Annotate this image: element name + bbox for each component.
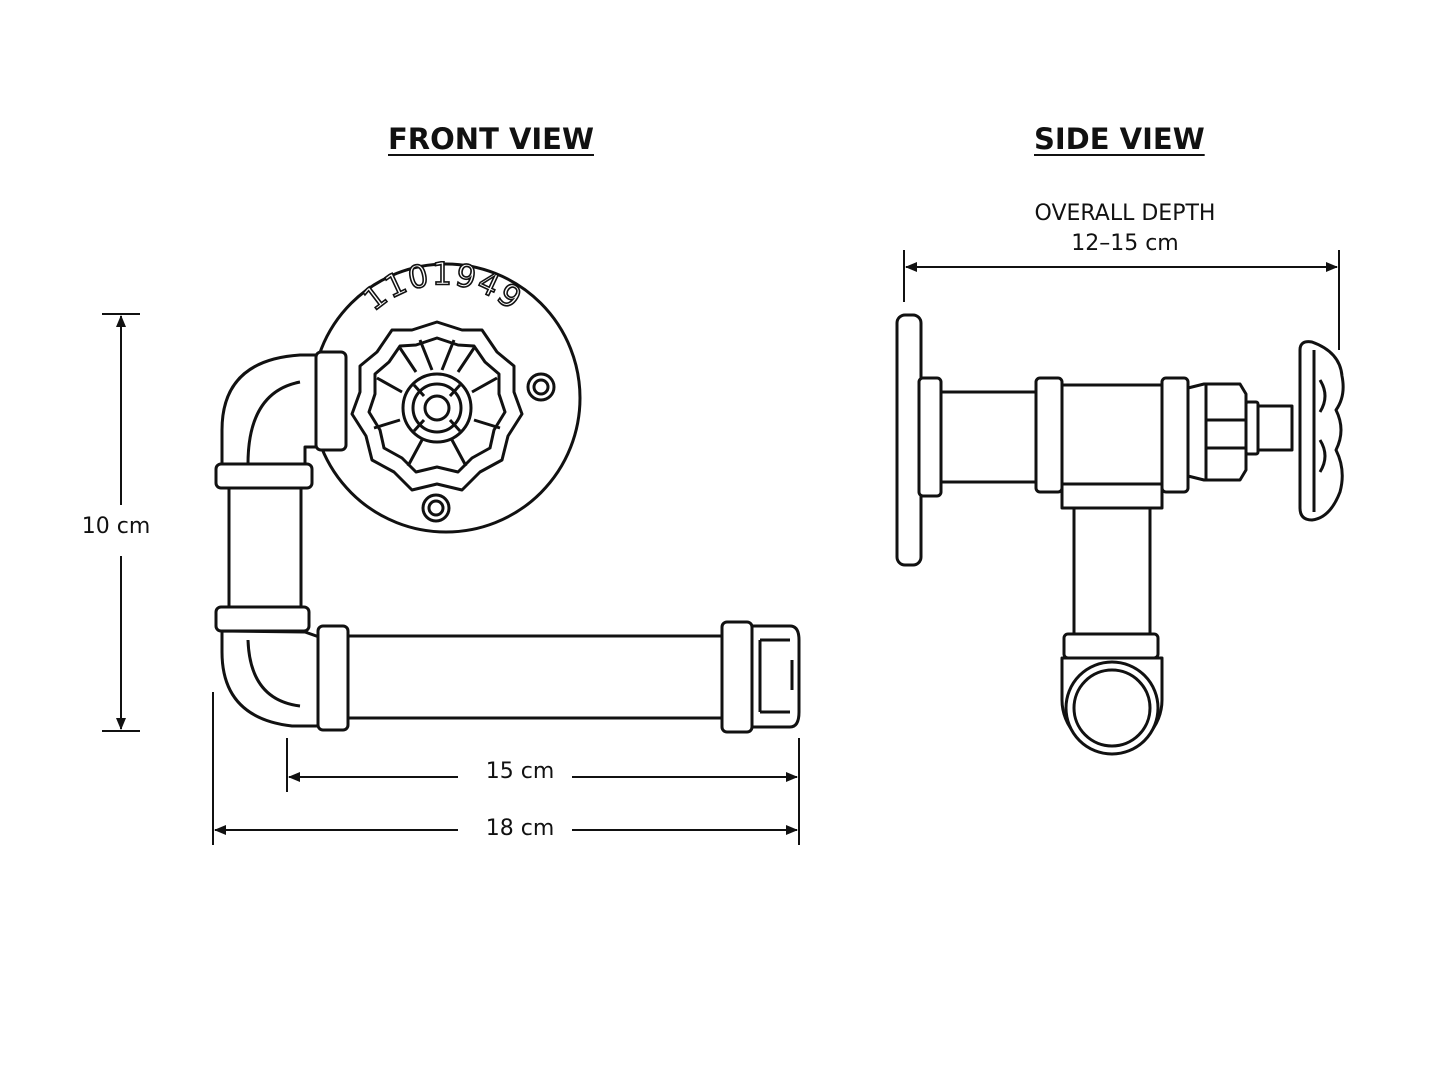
side-hex-nut <box>1186 382 1248 482</box>
side-down-coupling <box>1060 482 1164 510</box>
outer-width-dimension-line <box>212 692 798 845</box>
depth-dimension-line <box>903 250 1340 350</box>
top-elbow <box>220 353 324 466</box>
side-nipple <box>939 390 1039 484</box>
front-view-title: FRONT VIEW <box>388 122 594 156</box>
vertical-pipe <box>227 486 303 612</box>
inner-width-dimension-line <box>286 738 800 845</box>
outer-width-dimension-label: 18 cm <box>485 816 555 841</box>
side-tee-left-ring <box>1034 376 1064 494</box>
bottom-coupling-ring <box>214 605 311 633</box>
flange-screw-hole-bottom <box>421 493 451 523</box>
side-tee-body <box>1058 383 1166 487</box>
depth-dimension-value: 12–15 cm <box>1071 231 1179 256</box>
side-view-title: SIDE VIEW <box>1034 122 1205 156</box>
valve-wheel <box>350 320 524 492</box>
top-coupling-ring <box>214 462 314 490</box>
bottom-elbow <box>220 629 324 728</box>
side-tee-right-ring <box>1160 376 1190 494</box>
valve-stem-inner <box>423 394 451 422</box>
roll-bar-right-ring <box>720 620 754 734</box>
side-wall-flange <box>895 313 923 567</box>
side-view-drawing <box>895 313 1345 756</box>
roll-bar-left-ring <box>316 624 350 732</box>
side-flange-collar <box>917 376 943 498</box>
end-cap <box>750 624 801 729</box>
depth-dimension-label: OVERALL DEPTH <box>1034 201 1216 226</box>
side-lower-ring <box>1062 632 1160 660</box>
front-view-drawing <box>214 262 801 734</box>
flange-screw-hole-right <box>526 372 556 402</box>
side-down-pipe <box>1072 506 1152 638</box>
height-dimension-label: 10 cm <box>81 514 151 539</box>
flange-ring <box>314 350 348 452</box>
side-handwheel <box>1298 340 1345 522</box>
valve-stem-mid <box>411 382 463 434</box>
horizontal-roll-bar <box>342 634 726 720</box>
height-dimension-line <box>102 313 140 732</box>
inner-width-dimension-label: 15 cm <box>485 759 555 784</box>
